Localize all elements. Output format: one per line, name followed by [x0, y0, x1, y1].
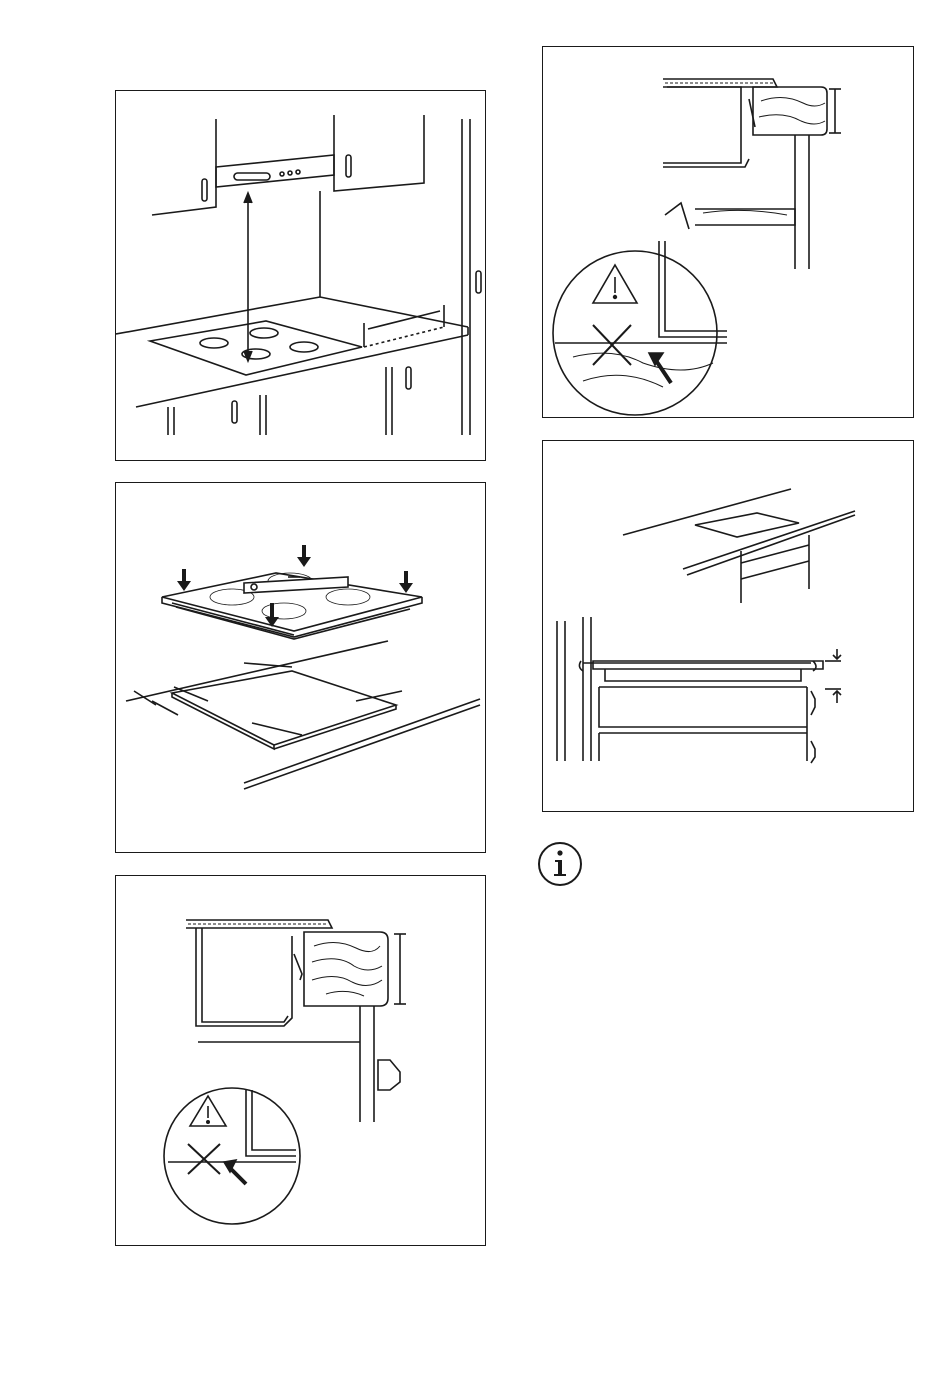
information-icon [536, 840, 584, 888]
cross-mark-icon [593, 325, 631, 365]
warning-triangle-icon [593, 265, 637, 303]
figure-hood-distance [115, 90, 486, 461]
figure-worktop-side-warning [542, 46, 914, 418]
figure-hob-section [542, 440, 914, 812]
magnifier-circle [553, 251, 717, 415]
figure-worktop-front-warning [115, 875, 486, 1246]
figure-hob-into-cutout [115, 482, 486, 853]
warning-triangle-icon [190, 1096, 226, 1126]
spirit-level [244, 577, 348, 593]
cross-mark-icon [188, 1144, 220, 1174]
